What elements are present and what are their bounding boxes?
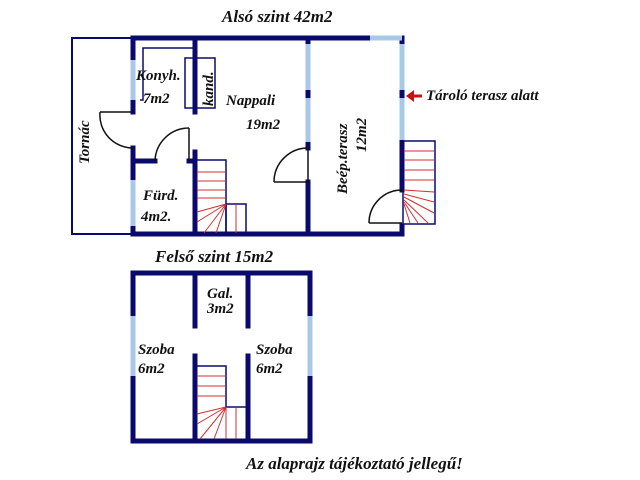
disclaimer-text: Az alaprajz tájékoztató jellegű! xyxy=(246,454,463,473)
room-bathroom-name: Fürd. xyxy=(143,188,179,204)
doors xyxy=(99,111,403,224)
upper-windows xyxy=(130,316,313,376)
ground-stairs xyxy=(195,159,247,235)
exterior-stairs xyxy=(402,140,436,225)
room-bedroom-left-area: 6m2 xyxy=(138,361,165,377)
ground-floor-title: Alsó szint 42m2 xyxy=(222,7,333,26)
room-terrace-area: 12m2 xyxy=(354,117,370,152)
room-living-name: Nappali xyxy=(226,93,276,109)
room-fireplace-name: kand. xyxy=(201,71,217,106)
arrow-icon xyxy=(406,90,422,102)
room-bathroom-area: 4m2. xyxy=(141,209,172,225)
room-porch-name: Tornác xyxy=(77,120,93,164)
room-kitchen-name: Konyh. xyxy=(136,68,181,84)
room-kitchen-area: 7m2 xyxy=(143,91,170,107)
kitchen-counter xyxy=(140,47,216,109)
porch-outline xyxy=(71,37,133,235)
ground-walls xyxy=(130,35,405,237)
ground-windows xyxy=(130,35,405,226)
room-bedroom-right-area: 6m2 xyxy=(256,361,283,377)
storage-annotation: Tároló terasz alatt xyxy=(426,88,539,104)
room-bedroom-right-name: Szoba xyxy=(256,342,293,358)
upper-floor-title: Felső szint 15m2 xyxy=(155,247,274,266)
room-gallery-area: 3m2 xyxy=(207,301,234,317)
room-bedroom-left-name: Szoba xyxy=(138,342,175,358)
room-living-area: 19m2 xyxy=(246,117,281,133)
room-gallery-name: Gal. xyxy=(207,286,234,302)
upper-stairs xyxy=(196,365,247,440)
upper-walls xyxy=(130,270,313,444)
room-terrace-name: Beép.terasz xyxy=(335,123,351,194)
